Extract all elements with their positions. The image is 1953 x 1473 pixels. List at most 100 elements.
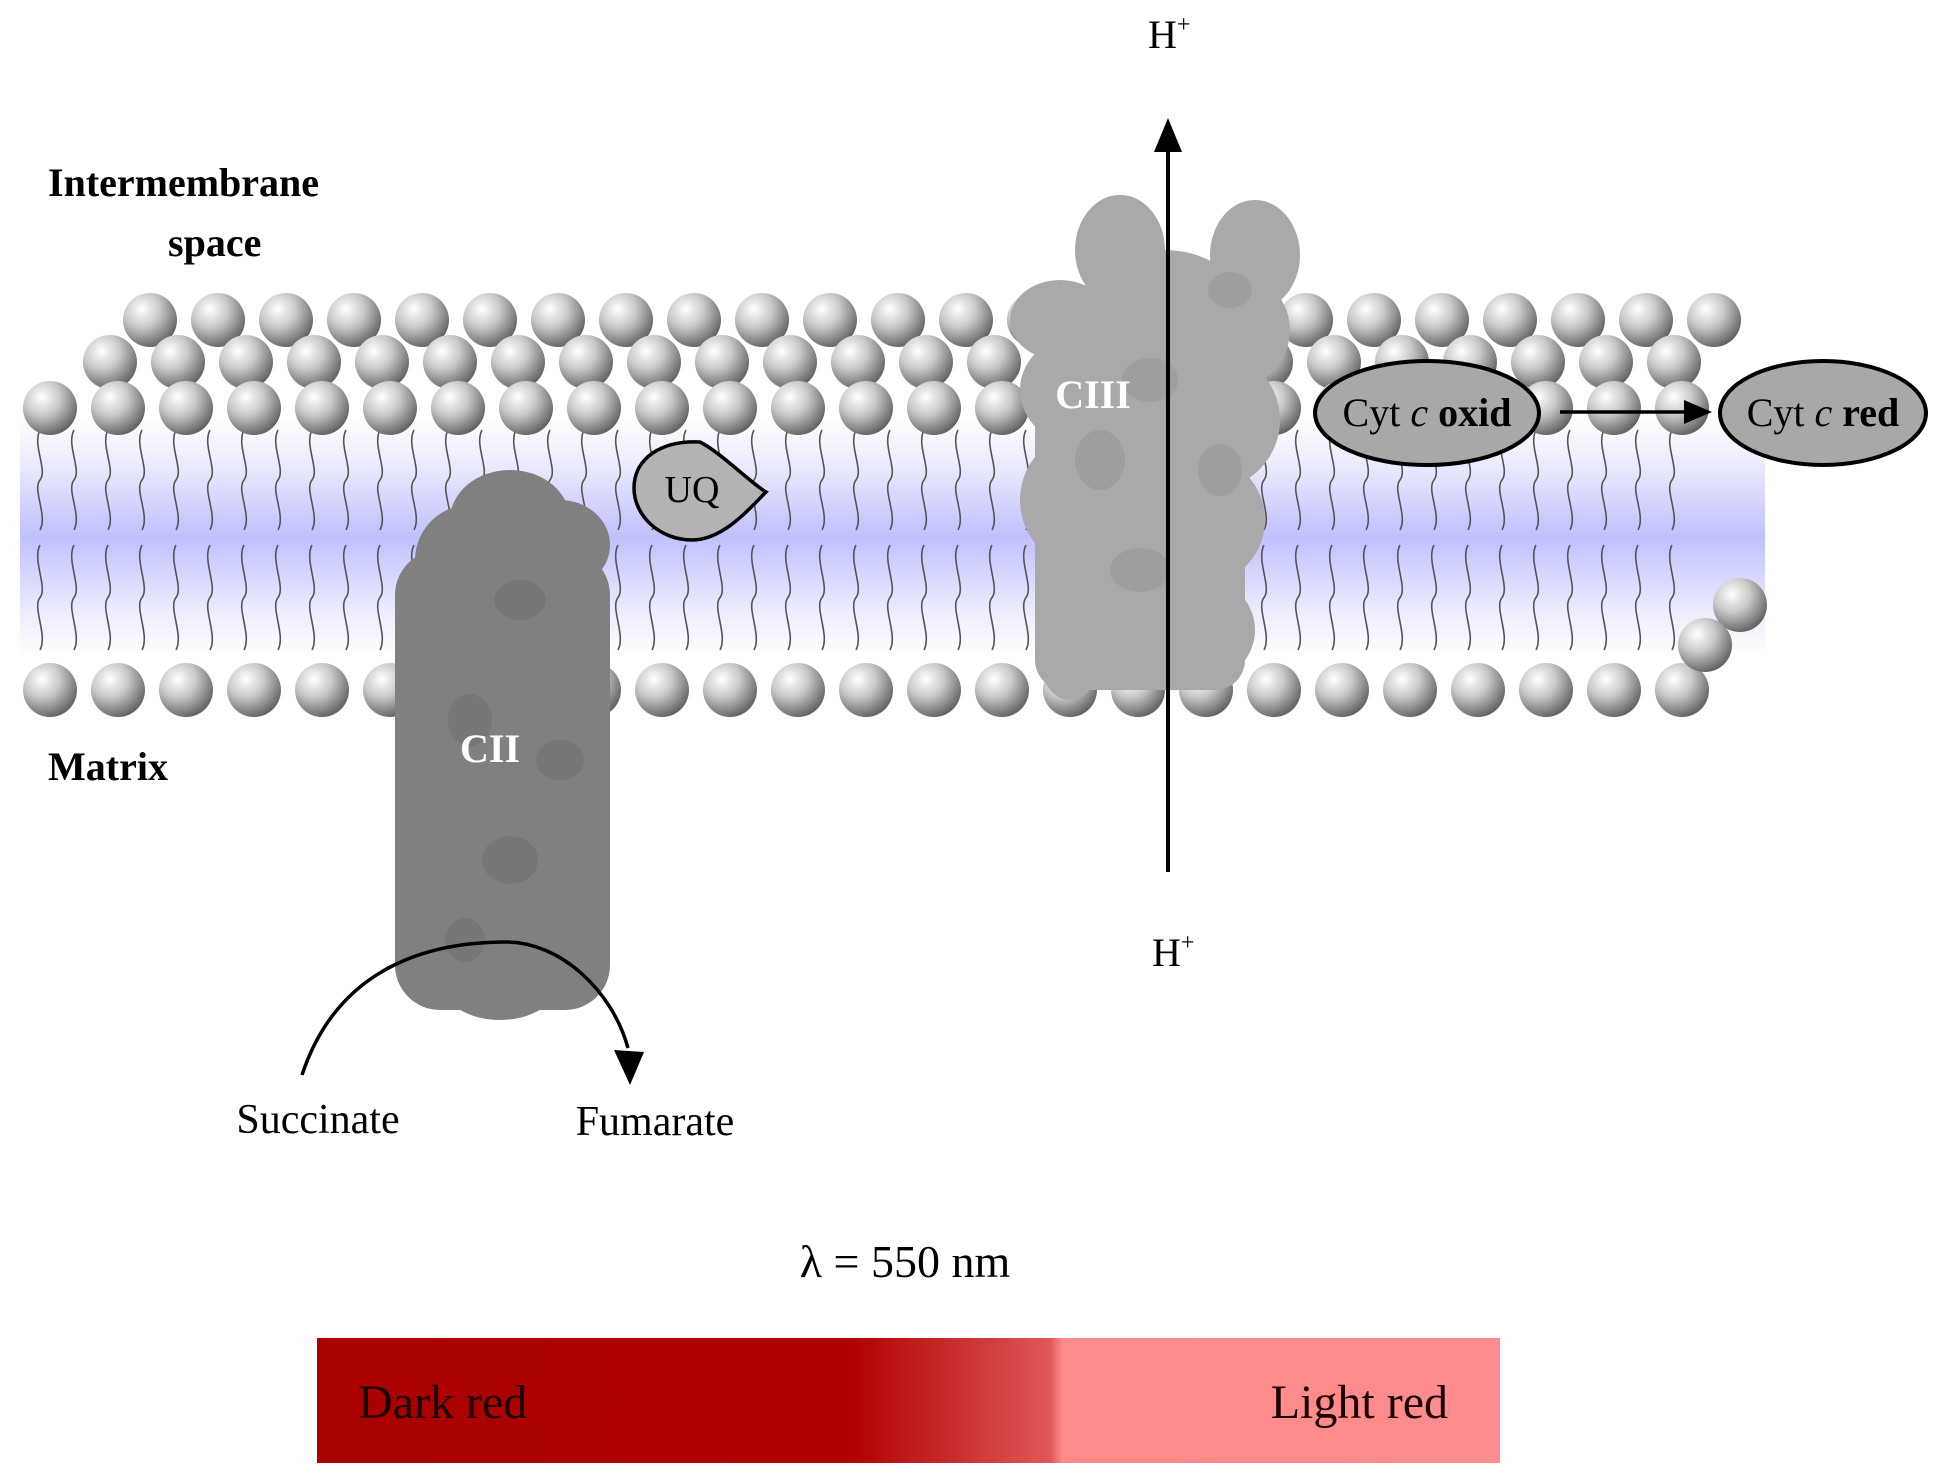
lipid-head [1678, 618, 1732, 672]
lipid-head [1713, 578, 1767, 632]
lipid-tail [648, 544, 656, 651]
lipid-tail [274, 544, 282, 651]
succinate-fumarate-arrow-head [614, 1050, 644, 1085]
lipid-tail [818, 429, 826, 531]
lipid-head [803, 293, 857, 347]
lipid-tail [614, 544, 622, 651]
lipid-head [1415, 293, 1469, 347]
lipid-tail [886, 544, 894, 651]
lipid-tail [1294, 544, 1302, 651]
lipid-tail [308, 429, 316, 531]
lipid-head [123, 293, 177, 347]
lipid-tail [36, 429, 44, 531]
lipid-head [1279, 293, 1333, 347]
lipid-tail [1566, 429, 1574, 531]
lipid-tail [818, 544, 826, 651]
lipid-tail [682, 544, 690, 651]
lipid-head [703, 663, 757, 717]
color-scale-light-label: Light red [1271, 1376, 1448, 1429]
lipid-head [907, 381, 961, 435]
lipid-tail [1668, 429, 1676, 531]
color-scale-dark-label: Dark red [358, 1376, 527, 1429]
lipid-head [1551, 293, 1605, 347]
lipid-head [491, 335, 545, 389]
lipid-tail [920, 544, 928, 651]
lipid-head [91, 381, 145, 435]
lipid-tail [1634, 429, 1642, 531]
lipid-head [1687, 293, 1741, 347]
fumarate-label: Fumarate [576, 1099, 735, 1145]
complex-ii [395, 470, 610, 1020]
lipid-tail [716, 544, 724, 651]
lipid-tail [240, 544, 248, 651]
lipid-head [295, 663, 349, 717]
cyt-c-oxid: Cyt c oxid [1313, 359, 1541, 467]
lipid-head [219, 335, 273, 389]
lipid-head [763, 335, 817, 389]
lipid-head [423, 335, 477, 389]
lipid-tail [1634, 544, 1642, 651]
lipid-tail [1668, 544, 1676, 651]
lipid-head [1383, 663, 1437, 717]
lipid-head [327, 293, 381, 347]
succinate-label: Succinate [236, 1097, 399, 1143]
lipid-tail [954, 429, 962, 531]
lipid-head [355, 335, 409, 389]
lipid-tail [206, 429, 214, 531]
lipid-head [1247, 663, 1301, 717]
complex-ii-label: CII [460, 726, 520, 771]
lipid-head [831, 335, 885, 389]
lipid-head [839, 381, 893, 435]
lipid-head [531, 293, 585, 347]
lipid-head [227, 381, 281, 435]
lipid-head [159, 663, 213, 717]
cyt-reduction-arrow-head [1684, 400, 1712, 424]
svg-text:Cyt c red: Cyt c red [1747, 390, 1900, 435]
lipid-head [667, 293, 721, 347]
ubiquinone: UQ [632, 440, 769, 542]
proton-arrow-head [1154, 118, 1182, 152]
lipid-tail [1362, 544, 1370, 651]
proton-bottom-label: H+ [1152, 930, 1194, 975]
lipid-tail [410, 429, 418, 531]
lipid-head [1655, 381, 1709, 435]
lipid-head [159, 381, 213, 435]
lipid-tail [342, 544, 350, 651]
lipid-tail [1600, 429, 1608, 531]
lipid-head [635, 381, 689, 435]
lipid-tail [920, 429, 928, 531]
lipid-tail [172, 429, 180, 531]
lipid-tail [70, 544, 78, 651]
lipid-head [287, 335, 341, 389]
lipid-tail [852, 544, 860, 651]
lipid-tail [138, 429, 146, 531]
ubiquinone-label: UQ [665, 469, 720, 511]
lipid-head [1511, 335, 1565, 389]
lipid-head [975, 381, 1029, 435]
lipid-head [975, 663, 1029, 717]
lipid-head [627, 335, 681, 389]
lipid-head [1483, 293, 1537, 347]
lipid-head [559, 335, 613, 389]
lipid-tail [784, 429, 792, 531]
lipid-head [1451, 663, 1505, 717]
lipid-tail [614, 429, 622, 531]
lipid-head [967, 335, 1021, 389]
complex-iii-label: CIII [1055, 372, 1131, 417]
lipid-tail [750, 429, 758, 531]
lipid-head [91, 663, 145, 717]
lipid-head [23, 381, 77, 435]
lipid-tail [138, 544, 146, 651]
lipid-tail [274, 429, 282, 531]
lipid-head [1315, 663, 1369, 717]
lipid-head [1347, 293, 1401, 347]
complex-iii [1010, 195, 1300, 700]
lipid-tail [1022, 544, 1030, 651]
lipid-tail [206, 544, 214, 651]
lipid-head [363, 381, 417, 435]
complex-iii-texture [1075, 272, 1252, 592]
lipid-tail [104, 544, 112, 651]
lipid-head [871, 293, 925, 347]
lipid-head [227, 663, 281, 717]
